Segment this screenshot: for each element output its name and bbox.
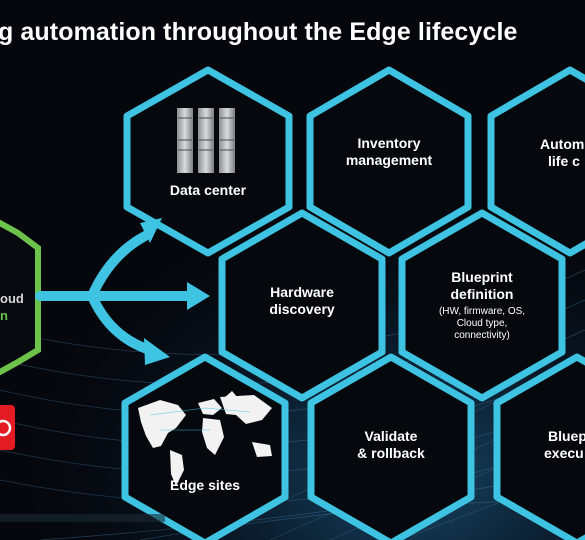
inventory-line-1: Inventory <box>357 135 421 151</box>
blueprint-detail-2: Cloud type, <box>456 318 508 329</box>
left-box-label: oud n <box>0 290 24 324</box>
blueprint-exec-line-1: Bluep <box>548 428 585 444</box>
automation-line-2: life c <box>548 153 580 169</box>
blueprint-detail-1: (HW, firmware, OS, <box>438 306 526 317</box>
hex-automation <box>487 66 585 257</box>
validate-line-1: Validate <box>364 428 418 444</box>
logo-fragment <box>0 405 15 450</box>
blueprint-detail: (HW, firmware, OS, Cloud type, connectiv… <box>422 306 542 342</box>
arrow-heads <box>140 218 210 365</box>
inventory-label: Inventory management <box>329 135 449 169</box>
hardware-line-2: discovery <box>269 301 335 317</box>
blueprint-exec-label-fragment: Bluep execu <box>544 428 585 462</box>
server-rack-icon <box>177 108 235 173</box>
validate-label: Validate & rollback <box>331 428 451 462</box>
hex-validate <box>307 353 475 540</box>
left-hexagon-outline <box>0 219 41 376</box>
edge-sites-label: Edge sites <box>169 477 241 493</box>
blueprint-line-1: Blueprint <box>451 269 513 285</box>
blueprint-exec-line-2: execu <box>544 445 584 461</box>
automation-line-1: Autom <box>540 136 585 152</box>
hardware-line-1: Hardware <box>270 284 334 300</box>
hex-inventory <box>306 66 472 257</box>
hardware-label: Hardware discovery <box>242 284 362 318</box>
hex-blueprint-exec <box>493 353 585 540</box>
left-box-line-2: n <box>0 308 8 323</box>
blueprint-detail-3: connectivity) <box>454 330 510 341</box>
blueprint-line-2: definition <box>450 286 514 302</box>
automation-label-fragment: Autom life c <box>540 136 584 170</box>
validate-line-2: & rollback <box>357 445 425 461</box>
blueprint-label: Blueprint definition (HW, firmware, OS, … <box>422 269 542 342</box>
slide-title: g automation throughout the Edge lifecyc… <box>0 18 518 46</box>
data-center-label: Data center <box>169 182 247 198</box>
hex-hardware <box>218 209 386 402</box>
left-box-line-1: oud <box>0 291 24 306</box>
inventory-line-2: management <box>345 152 433 168</box>
hex-blueprint <box>398 209 566 402</box>
